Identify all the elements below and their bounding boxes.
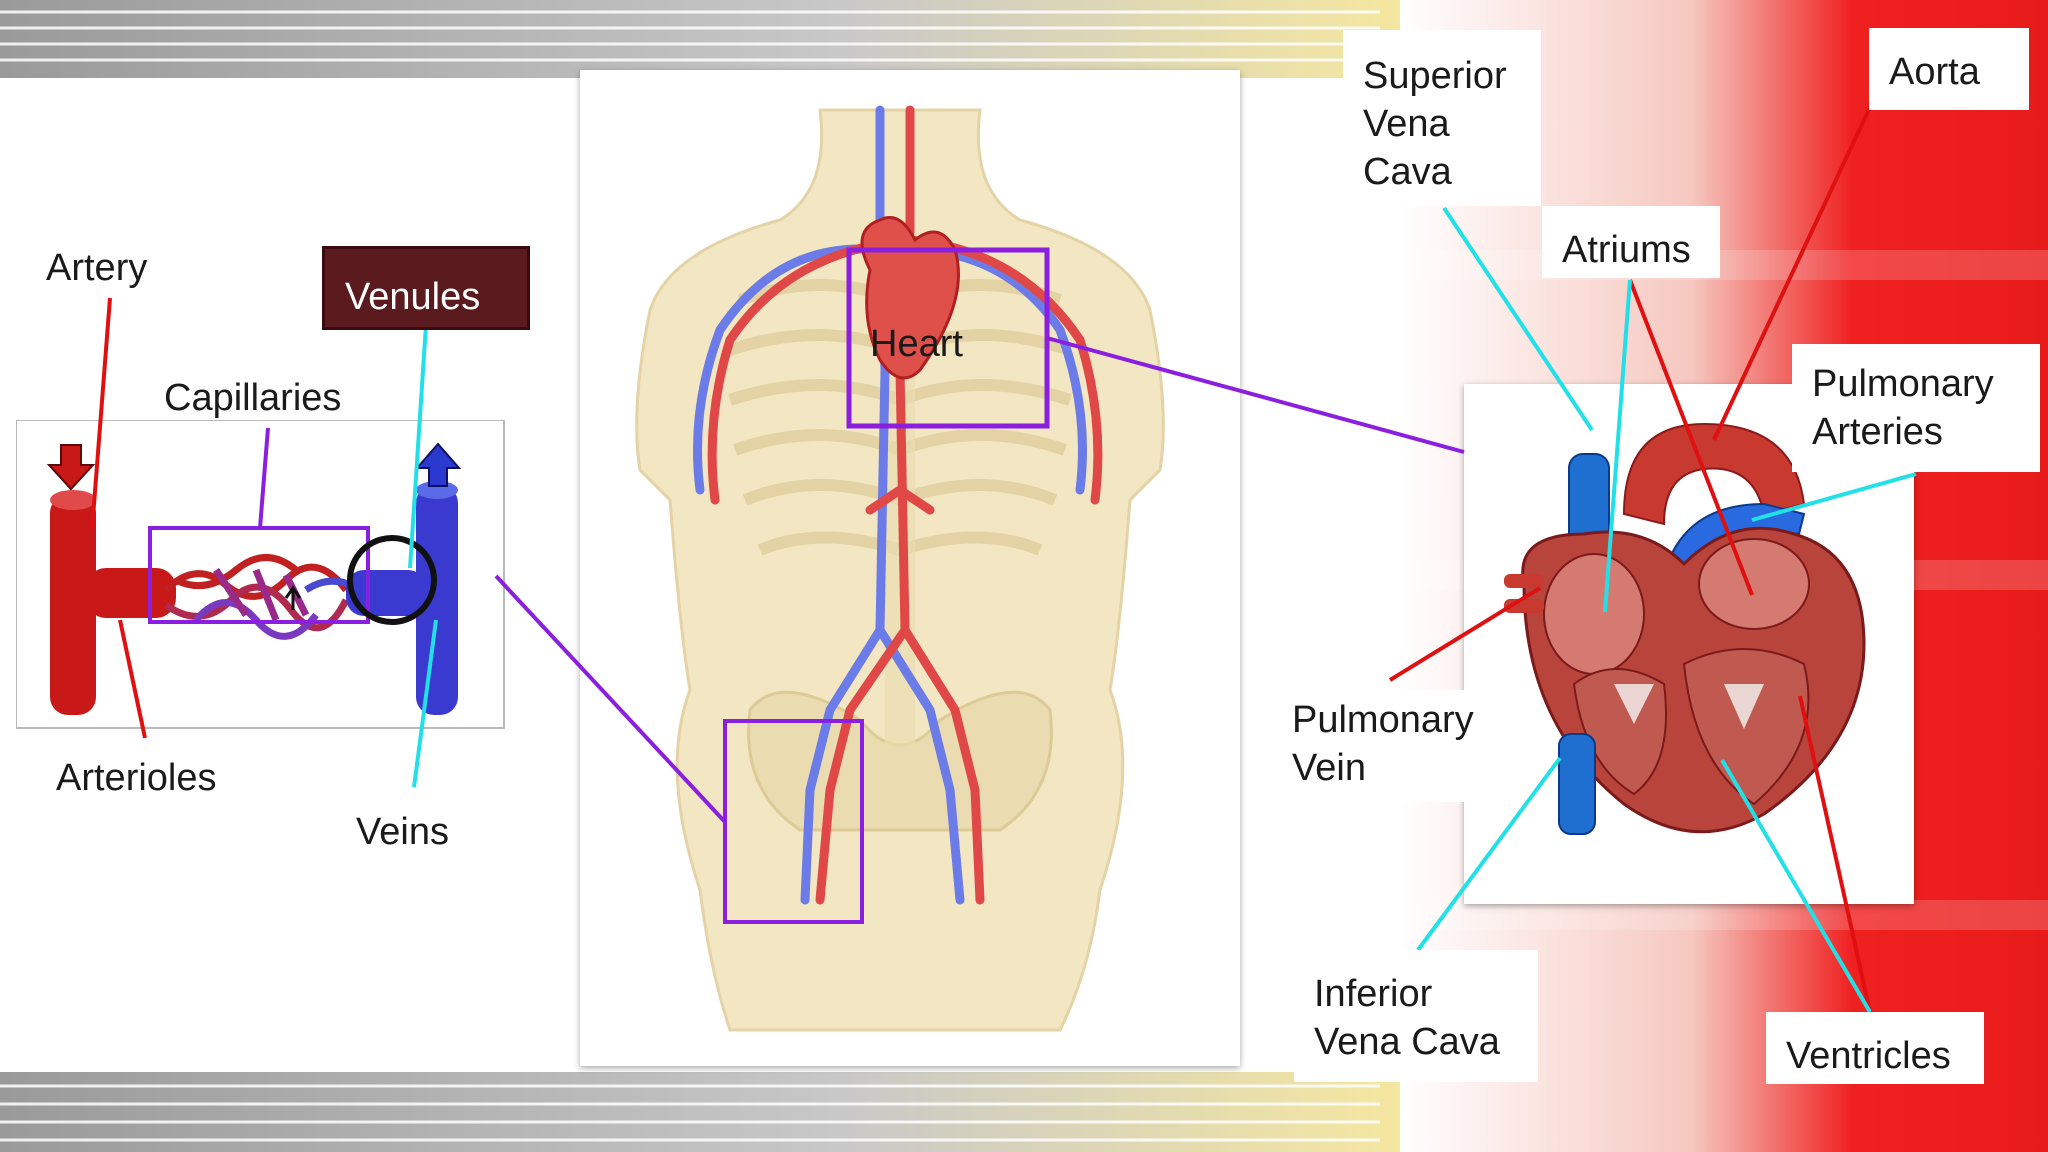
- capillary-to-legs-connector: [494, 574, 727, 824]
- ventricles-label: Ventricles: [1766, 1012, 1984, 1084]
- inferior-vena-cava-vessel: [1558, 733, 1596, 835]
- artery-vessel: [50, 495, 96, 715]
- artery-pointer: [90, 297, 112, 531]
- capillaries-highlight-box: [148, 526, 370, 624]
- veins-label: Veins: [356, 811, 449, 853]
- up-arrow-icon: [414, 442, 462, 487]
- legs-highlight-box: [723, 719, 864, 924]
- arterioles-pointer: [118, 619, 147, 739]
- capillaries-pointer: [258, 427, 270, 529]
- arteriole-vessel: [86, 568, 176, 618]
- atriums-cyan-pointer: [1603, 279, 1632, 613]
- aorta-pointer: [1712, 102, 1874, 441]
- vein-network: [693, 105, 1087, 905]
- left-atrium: [1698, 538, 1810, 630]
- arterioles-label: Arterioles: [36, 740, 252, 812]
- pulmonary-vein-pointer: [1388, 586, 1542, 682]
- inferior-vena-cava-pointer: [1416, 756, 1562, 952]
- capillaries-label: Capillaries: [164, 377, 342, 419]
- pulmonary-arteries-pointer: [1751, 472, 1917, 522]
- heart-shape: [860, 216, 960, 380]
- inferior-vena-cava-label: Inferior Vena Cava: [1294, 950, 1538, 1082]
- down-arrow-icon: [46, 444, 96, 491]
- artery-label: Artery: [46, 247, 148, 289]
- superior-vena-cava-label: Superior Vena Cava: [1343, 30, 1541, 206]
- ventricles-red-pointer: [1798, 695, 1872, 1013]
- aortic-arch: [1622, 422, 1806, 526]
- pulmonary-arteries-label: Pulmonary Arteries: [1792, 344, 2040, 472]
- veins-pointer: [412, 619, 438, 788]
- circulatory-system-body-illustration: [635, 105, 1165, 1032]
- ventricles-cyan-pointer: [1720, 758, 1872, 1014]
- left-ventricle: [1682, 648, 1810, 806]
- heart-label: Heart: [870, 323, 963, 365]
- aorta-label: Aorta: [1869, 28, 2029, 110]
- heart-to-panel-connector: [1046, 336, 1465, 454]
- vein-vessel: [416, 485, 458, 715]
- superior-vena-cava-pointer: [1442, 206, 1594, 432]
- capillary-mesh: [163, 554, 369, 640]
- venules-highlight-circle: [347, 535, 437, 625]
- venules-label: Venules: [322, 246, 530, 330]
- atriums-label: Atriums: [1542, 206, 1720, 278]
- venules-pointer: [408, 324, 428, 569]
- pulmonary-vein-label: Pulmonary Vein: [1272, 690, 1494, 802]
- heart-cross-section-illustration: [1504, 422, 1866, 835]
- atriums-red-pointer: [1628, 279, 1754, 596]
